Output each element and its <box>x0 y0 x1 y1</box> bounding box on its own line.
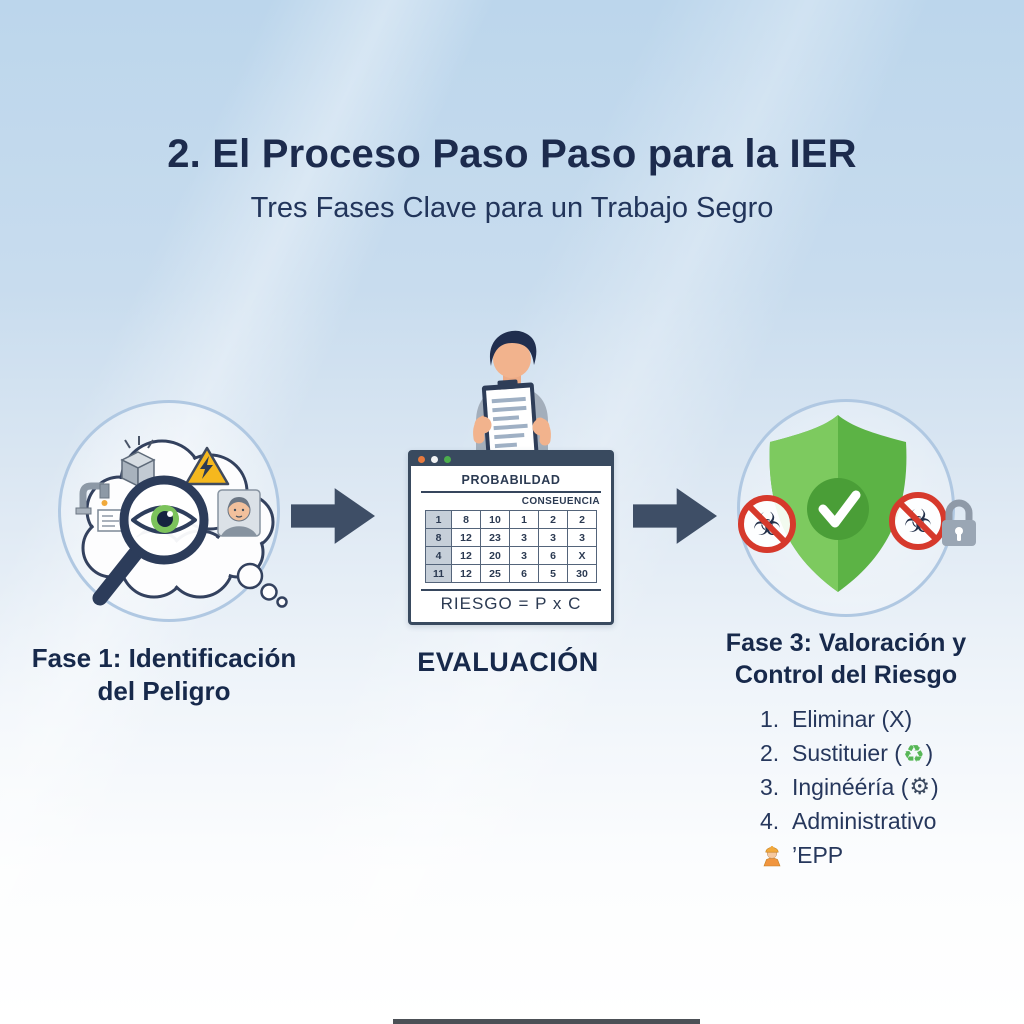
window-dot-green-icon <box>444 456 451 463</box>
matrix-cell: 1 <box>509 510 539 529</box>
no-biohazard-icon: ☣ <box>738 495 796 553</box>
matrix-cell: 3 <box>567 528 597 547</box>
matrix-cell: 3 <box>509 546 539 565</box>
recycle-icon: ♻ <box>902 739 925 768</box>
matrix-cell: 2 <box>567 510 597 529</box>
shield-check-icon: ☣ ☣ <box>738 415 947 592</box>
matrix-cell: 20 <box>480 546 510 565</box>
matrix-cell: 5 <box>538 564 568 583</box>
phase3-label: Fase 3: Valoración y Control del Riesgo <box>700 627 992 691</box>
control-item: 4. Administrativo <box>760 808 939 835</box>
phase3-label-line2: Control del Riesgo <box>734 661 958 689</box>
matrix-cell: 8 <box>451 510 481 529</box>
matrix-cell: 10 <box>480 510 510 529</box>
thought-bubbles-icon <box>236 562 288 608</box>
control-number: 2. <box>760 740 780 766</box>
control-item: 3. Inginééría (⚙) <box>760 774 939 801</box>
matrix-cell: 12 <box>451 564 481 583</box>
matrix-cell: 6 <box>509 564 539 583</box>
control-label-suffix: ’EPP <box>792 842 844 868</box>
hazard-box-icon <box>120 436 156 488</box>
bottom-bar <box>393 1019 700 1024</box>
divider <box>421 491 601 493</box>
electric-danger-triangle-icon <box>184 446 230 486</box>
matrix-cell: 12 <box>451 528 481 547</box>
page-title: 2. El Proceso Paso Paso para la IER <box>167 132 857 176</box>
matrix-row-header-cell: 11 <box>425 564 452 583</box>
window-titlebar <box>411 453 611 466</box>
thought-cloud-icon <box>75 436 288 608</box>
matrix-row-header-cell: 8 <box>425 528 452 547</box>
control-number: 1. <box>760 706 780 732</box>
matrix-cell: 6 <box>538 546 568 565</box>
control-item: 2. Sustituier (♻) <box>760 740 939 767</box>
control-label-suffix: ) <box>925 740 934 766</box>
worker-face-icon <box>217 489 261 537</box>
matrix-cell: 23 <box>480 528 510 547</box>
window-dot-orange-icon <box>418 456 425 463</box>
probability-header: PROBABILDAD <box>461 473 561 487</box>
matrix-cell: 30 <box>567 564 597 583</box>
risk-formula: RIESGO = P x C <box>440 594 582 613</box>
gear-icon: ⚙ <box>909 774 930 800</box>
magnifier-eye-icon <box>92 475 209 606</box>
control-item: ’EPP <box>760 842 939 869</box>
phase3-label-line1: Fase 3: Valoración y <box>725 629 967 657</box>
matrix-cell: 2 <box>538 510 568 529</box>
control-label: Administrativo <box>792 808 937 834</box>
phase1-label: Fase 1: Identificación del Peligro <box>18 642 310 709</box>
page-subtitle: Tres Fases Clave para un Trabajo Segro <box>250 192 774 224</box>
phase1-label-line1: Fase 1: Identificación <box>31 643 297 673</box>
control-label: Eliminar (X) <box>792 706 913 732</box>
worker-epp-icon <box>760 844 792 868</box>
control-number: 4. <box>760 808 780 834</box>
control-item: 1. Eliminar (X) <box>760 706 939 733</box>
matrix-cell: X <box>567 546 597 565</box>
phase1-label-line2: del Peligro <box>97 676 231 707</box>
padlock-icon <box>942 499 976 546</box>
arrow-right-icon <box>633 488 717 544</box>
phase2-label: EVALUACIÓN <box>417 647 599 677</box>
inspector-with-clipboard-icon <box>473 330 551 464</box>
matrix-row-header-cell: 4 <box>425 546 452 565</box>
no-biohazard-icon: ☣ <box>889 492 947 550</box>
arrow-right-icon <box>291 488 375 544</box>
matrix-cell: 3 <box>509 528 539 547</box>
window-dot-white-icon <box>431 456 438 463</box>
matrix-row-header-cell: 1 <box>425 510 452 529</box>
divider <box>421 589 601 591</box>
control-number: 3. <box>760 774 780 800</box>
matrix-cell: 3 <box>538 528 568 547</box>
consequence-header: CONSEUENCIA <box>521 496 600 507</box>
controls-list: 1. Eliminar (X) 2. Sustituier (♻) 3. Inginéér… <box>760 706 939 876</box>
matrix-cell: 12 <box>451 546 481 565</box>
control-label-suffix: ) <box>930 774 939 800</box>
matrix-cell: 25 <box>480 564 510 583</box>
control-label: Sustituier ( <box>792 740 902 766</box>
control-label: Inginééría ( <box>792 774 909 800</box>
